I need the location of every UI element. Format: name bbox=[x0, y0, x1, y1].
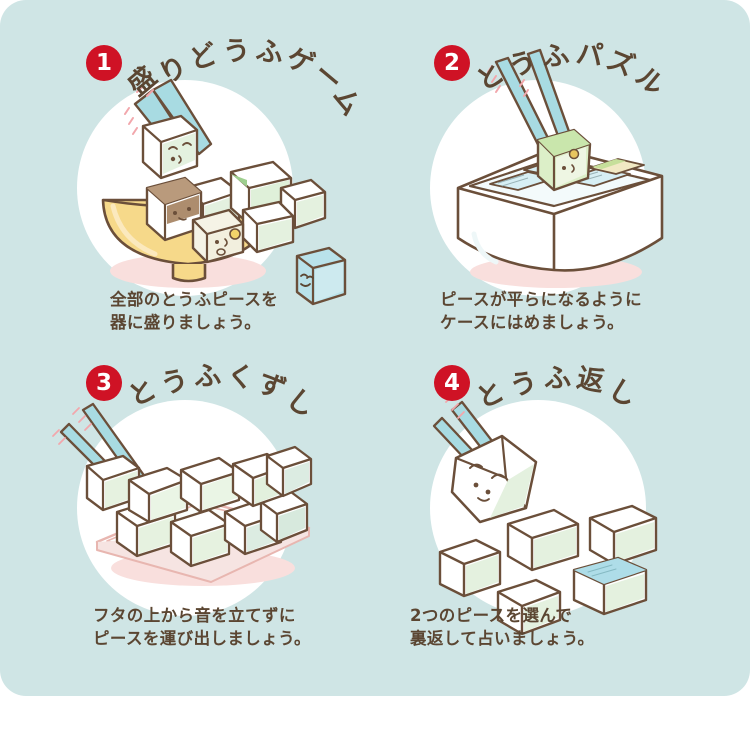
panel-2-badge: 2 bbox=[434, 45, 470, 81]
panel-2: 2 と う ふ パ ズ ル bbox=[378, 28, 728, 348]
tofu-cube-tower bbox=[115, 490, 309, 568]
tofu-face-held bbox=[141, 114, 199, 180]
panel-4-artwork bbox=[432, 395, 658, 636]
green-tofu-piece bbox=[536, 128, 592, 192]
panel-3: 3 と う ふ く ず し bbox=[25, 352, 375, 672]
motion-lines bbox=[124, 85, 154, 135]
tofu-cube-scatter bbox=[438, 504, 658, 636]
tofu-cube bbox=[241, 200, 295, 254]
panel-2-caption: ピースが平らになるように ケースにはめましょう。 bbox=[440, 290, 642, 333]
panel-1-artwork bbox=[101, 78, 347, 306]
tofu-face-piece bbox=[450, 434, 538, 524]
panel-4-badge: 4 bbox=[434, 365, 470, 401]
panel-1: 1 盛 り ど う ふ ゲ ー ム bbox=[25, 28, 375, 348]
panel-3-badge: 3 bbox=[86, 365, 122, 401]
panel-1-badge: 1 bbox=[86, 45, 122, 81]
blue-tofu-character bbox=[295, 246, 347, 306]
tofu-cube-tower-top bbox=[127, 445, 313, 524]
motion-lines bbox=[52, 407, 92, 445]
tofu-cube-with-face bbox=[191, 208, 245, 264]
panel-3-caption: フタの上から音を立てずに ピースを運び出しましょう。 bbox=[93, 606, 311, 649]
panel-2-artwork bbox=[456, 48, 664, 288]
tofu-case bbox=[456, 146, 664, 272]
panel-4: 4 と う ふ 返 し bbox=[378, 352, 728, 672]
tofu-cube bbox=[279, 178, 327, 230]
panel-3-artwork bbox=[52, 402, 313, 586]
panel-4-caption: 2つのピースを選んで 裏返して占いましょう。 bbox=[410, 606, 595, 649]
panel-1-caption: 全部のとうふピースを 器に盛りましょう。 bbox=[110, 290, 279, 333]
illustration-board: 1 盛 り ど う ふ ゲ ー ム bbox=[0, 0, 750, 696]
motion-lines bbox=[487, 65, 529, 97]
